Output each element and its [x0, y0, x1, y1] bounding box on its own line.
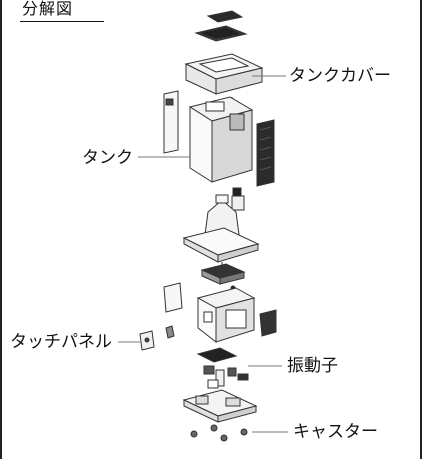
label-tank: タンク — [82, 148, 133, 168]
tank-cover-part — [184, 53, 264, 95]
base-plate-part — [182, 389, 258, 423]
valve-part — [231, 187, 245, 211]
inner-tray-part — [200, 263, 246, 285]
vibrator-part — [196, 347, 249, 389]
label-caster: キャスター — [293, 422, 378, 442]
caster-part — [190, 424, 248, 442]
base-tray-part — [182, 227, 260, 263]
left-side-panel — [163, 90, 179, 154]
frame-right-border — [420, 0, 422, 459]
top-filter-part — [194, 10, 248, 42]
label-vibrator: 振動子 — [287, 356, 338, 376]
clip-part — [165, 325, 175, 339]
frame-left-border — [0, 0, 2, 459]
label-touch-panel: タッチパネル — [10, 332, 112, 352]
left-cover-plate — [163, 282, 183, 313]
title-underline — [20, 21, 104, 22]
lower-housing-part — [196, 287, 256, 344]
label-tank-cover: タンクカバー — [289, 66, 391, 86]
right-side-panel — [256, 119, 275, 187]
dark-cover-plate — [259, 309, 277, 337]
diagram-title: 分解図 — [22, 0, 74, 18]
touch-panel-part — [139, 330, 155, 351]
tank-part — [188, 96, 254, 183]
